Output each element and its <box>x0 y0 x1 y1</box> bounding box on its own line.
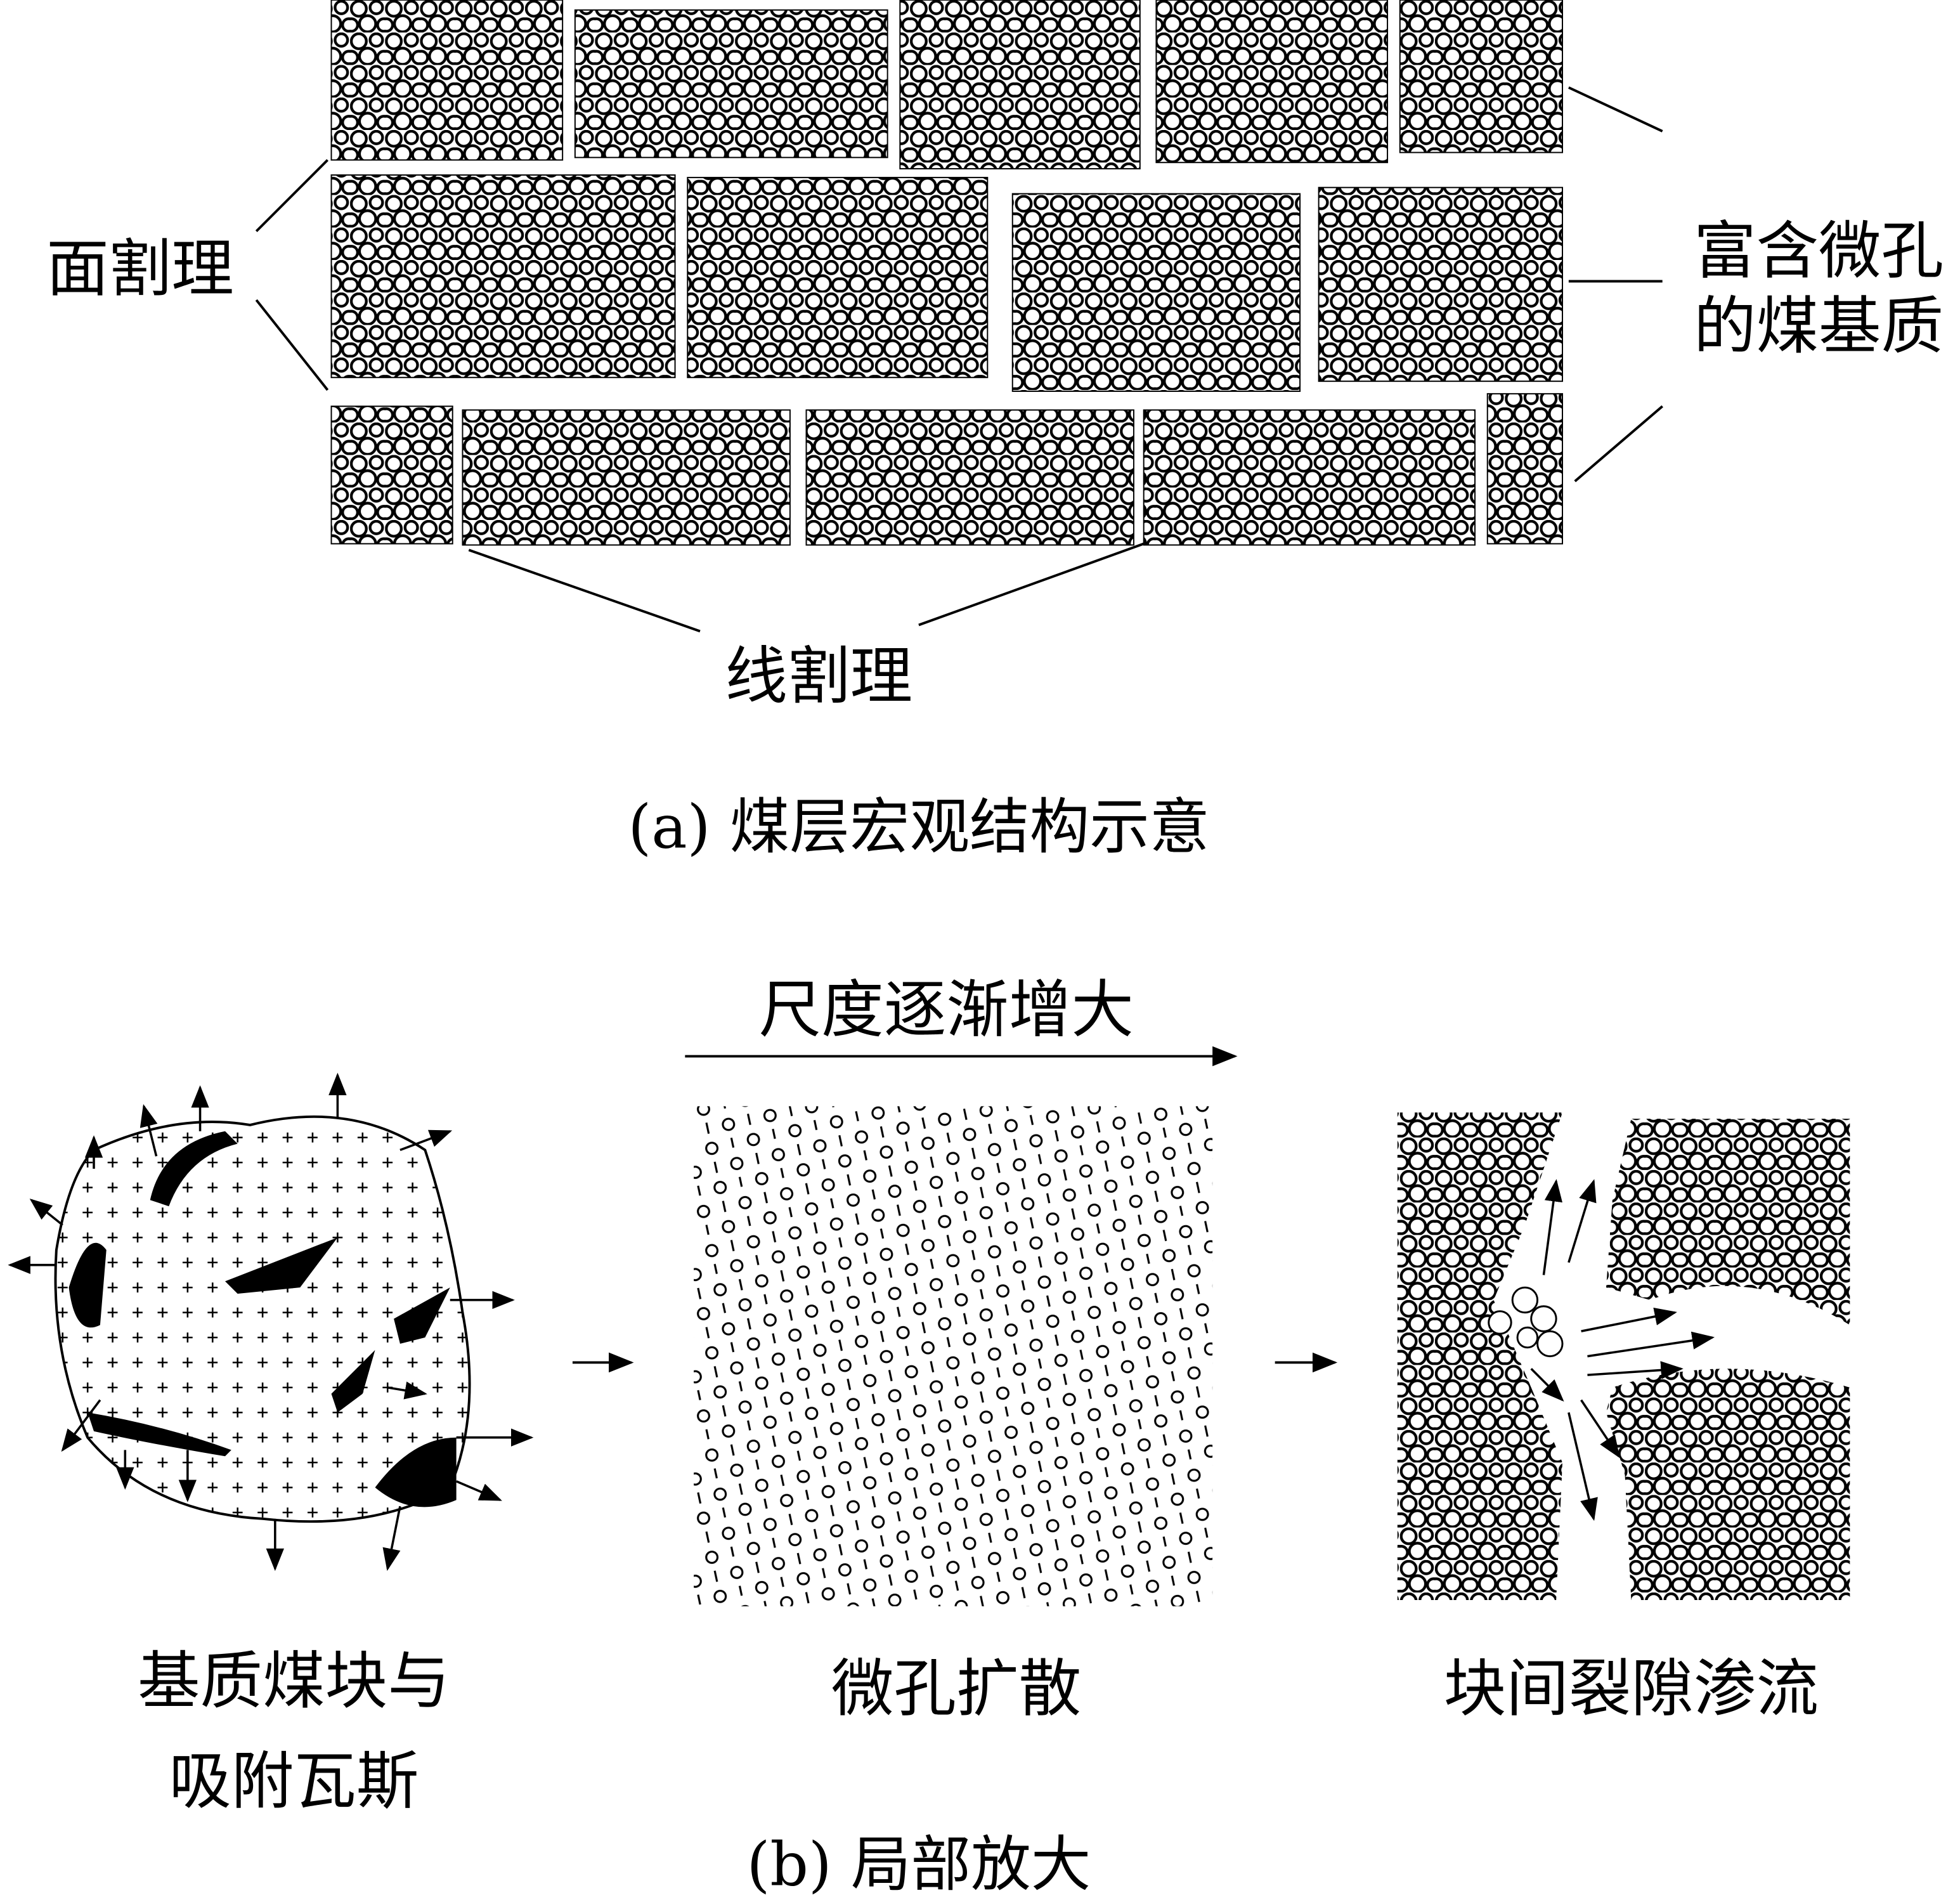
coal-matrix-blocks <box>330 0 1563 546</box>
caption-a: (a) 煤层宏观结构示意 <box>628 792 1209 862</box>
panel2-label: 微孔扩散 <box>831 1653 1081 1725</box>
panel1-label-line1: 基质煤块与 <box>138 1646 450 1718</box>
caption-b: (b) 局部放大 <box>746 1830 1091 1899</box>
panel3-label: 块间裂隙渗流 <box>1444 1653 1819 1725</box>
face-cleat-label: 面割理 <box>46 233 234 305</box>
leader-lines <box>255 86 1663 633</box>
butt-cleat-label: 线割理 <box>725 641 912 713</box>
seepage-arrows <box>1530 1179 1715 1521</box>
micropore-panel <box>694 1106 1213 1606</box>
adsorbed-gas-blobs <box>68 1131 457 1507</box>
desorption-arrows <box>8 1072 534 1571</box>
fracture-flow-panel <box>1397 1112 1850 1600</box>
matrix-label-line1: 富含微孔 <box>1694 216 1944 288</box>
scale-increase-label: 尺度逐渐增大 <box>759 974 1134 1046</box>
matrix-label-line2: 的煤基质 <box>1694 290 1944 363</box>
matrix-coal-lump <box>8 1072 534 1571</box>
panel1-label-line2: 吸附瓦斯 <box>169 1745 419 1818</box>
